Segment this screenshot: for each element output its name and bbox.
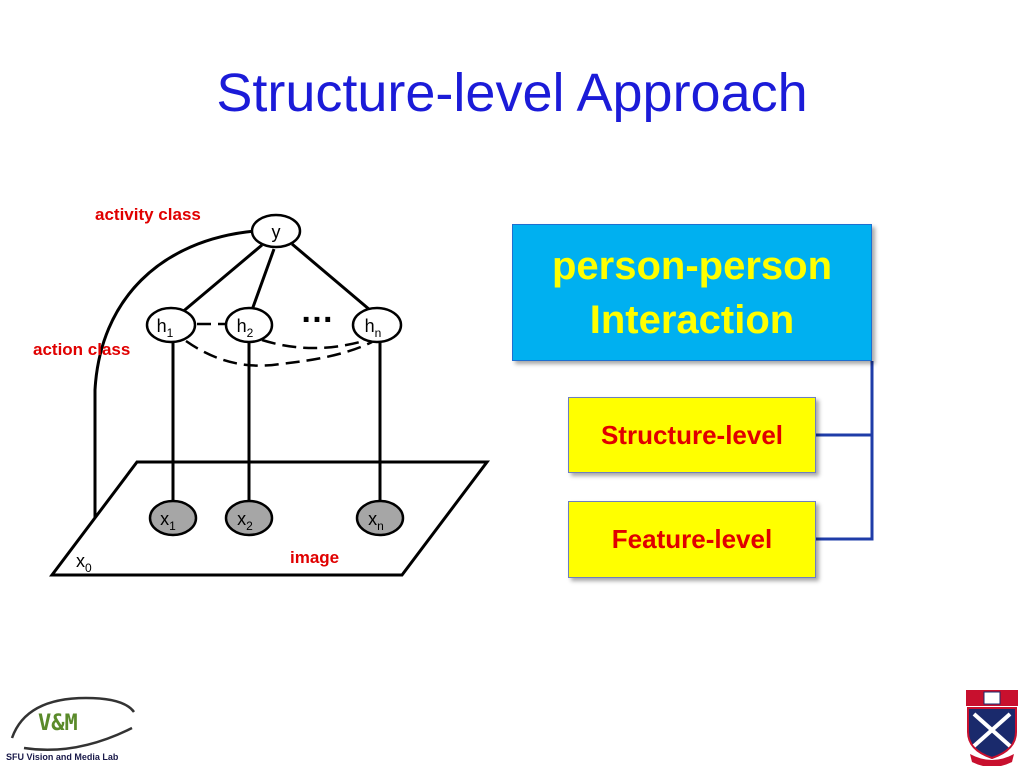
structure-level-label: Structure-level <box>600 419 784 450</box>
edge-y-h1 <box>179 243 263 316</box>
sfu-vml-caption: SFU Vision and Media Lab <box>6 752 119 762</box>
node-h1 <box>145 306 197 344</box>
node-x1 <box>148 499 198 537</box>
edge-y-h2 <box>250 248 276 311</box>
ellipsis-mark: … <box>300 292 334 330</box>
node-h1-label: h1 <box>157 316 174 340</box>
vm-logo-mark: V&M <box>38 711 78 736</box>
main-box-line2: Interaction <box>589 297 795 342</box>
node-x2 <box>224 499 274 537</box>
edge-y-hn <box>291 242 371 312</box>
edge-y-x0 <box>93 229 256 518</box>
node-xn <box>355 499 405 537</box>
node-x1-label: x1 <box>160 509 176 533</box>
action-class-label: action class <box>33 340 130 359</box>
node-h2-label: h2 <box>237 316 254 340</box>
main-box-line1: person-person <box>551 243 833 288</box>
sfu-crest-logo <box>966 690 1018 766</box>
connector-main-to-feature <box>816 435 874 541</box>
node-y-label: y <box>272 222 281 242</box>
activity-class-label: activity class <box>95 205 201 224</box>
node-x2-label: x2 <box>237 509 253 533</box>
node-x0-label: x0 <box>76 551 92 575</box>
node-y <box>250 213 302 249</box>
image-plane <box>48 460 491 577</box>
image-label: image <box>290 548 339 567</box>
node-xn-label: xn <box>368 509 384 533</box>
person-person-interaction-box: person-person Interaction <box>512 224 872 361</box>
connector-main-to-structure <box>816 361 874 437</box>
node-h2 <box>224 306 274 344</box>
node-hn <box>351 306 403 344</box>
edge-h2-hn-dashed <box>261 338 361 350</box>
slide-title: Structure-level Approach <box>216 63 808 123</box>
sfu-vml-logo: V&M <box>10 696 136 751</box>
node-hn-label: hn <box>365 316 382 340</box>
feature-level-label: Feature-level <box>611 524 773 554</box>
structure-level-box: Structure-level <box>568 397 816 473</box>
feature-level-box: Feature-level <box>568 501 816 578</box>
edge-h1-hn-dashed <box>185 339 373 367</box>
